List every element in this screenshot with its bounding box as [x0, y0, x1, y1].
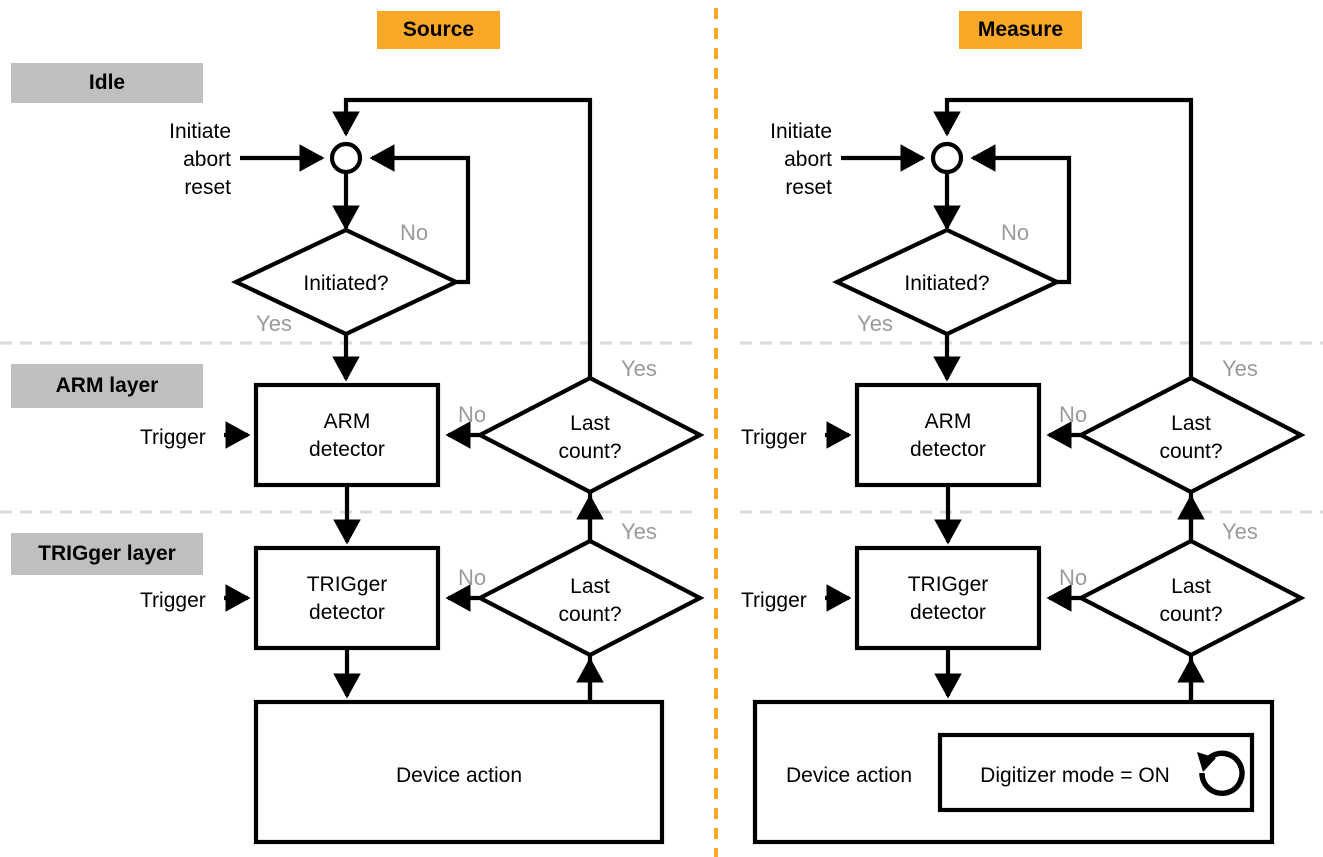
junction-node-measure — [930, 141, 964, 175]
process-trigger-detector-measure — [854, 545, 1042, 651]
digitizer-mode-label: Digitizer mode = ON — [980, 764, 1170, 787]
edgelabel-initiated-yes-source: Yes — [256, 311, 292, 336]
label-trigger-arm-measure: Trigger — [741, 426, 807, 449]
label-initiate-source: Initiate — [169, 120, 231, 143]
label-trigger-trig-source: Trigger — [140, 589, 206, 612]
label-trigger-trig-measure: Trigger — [741, 589, 807, 612]
label-reset-source: reset — [184, 176, 231, 199]
arm-detector-line2-source: detector — [309, 438, 385, 461]
edgelabel-trig-no-source: No — [458, 565, 486, 590]
arm-detector-line1-source: ARM — [324, 410, 371, 433]
arm-detector-line1-measure: ARM — [925, 410, 972, 433]
process-trigger-detector-source — [253, 545, 441, 651]
arm-lastcount-line1-source: Last — [570, 412, 610, 435]
junction-node-source — [329, 141, 363, 175]
edgelabel-trig-yes-source: Yes — [621, 519, 657, 544]
trig-lastcount-line1-measure: Last — [1171, 575, 1211, 598]
label-abort-measure: abort — [784, 148, 832, 171]
edgelabel-trig-no-measure: No — [1059, 565, 1087, 590]
trigger-detector-line1-measure: TRIGger — [908, 573, 989, 596]
arm-detector-line2-measure: detector — [910, 438, 986, 461]
trig-lastcount-line2-source: count? — [558, 603, 621, 626]
wire-initiated-no-measure — [970, 144, 1072, 285]
loop-repeat-icon — [1197, 750, 1245, 796]
panel-measure: Initiate abort reset Initiated? No Yes A… — [741, 97, 1306, 845]
badge-measure-label: Measure — [977, 18, 1064, 41]
trigger-detector-line2-source: detector — [309, 601, 385, 624]
badge-idle-layer: Idle — [11, 63, 203, 103]
device-action-label-source: Device action — [396, 764, 522, 787]
decision-trig-lastcount-measure — [1076, 538, 1306, 658]
process-device-action-source — [253, 699, 665, 845]
badge-source-label: Source — [402, 18, 475, 41]
edgelabel-arm-no-source: No — [458, 402, 486, 427]
trigger-detector-line1-source: TRIGger — [307, 573, 388, 596]
trig-lastcount-line1-source: Last — [570, 575, 610, 598]
arm-lastcount-line2-measure: count? — [1159, 440, 1222, 463]
edgelabel-arm-yes-measure: Yes — [1222, 356, 1258, 381]
badge-arm-label: ARM layer — [55, 374, 159, 397]
process-arm-detector-source — [253, 382, 441, 488]
arm-lastcount-line1-measure: Last — [1171, 412, 1211, 435]
edgelabel-arm-yes-source: Yes — [621, 356, 657, 381]
edgelabel-initiated-yes-measure: Yes — [857, 311, 893, 336]
badge-source: Source — [377, 11, 500, 49]
process-arm-detector-measure — [854, 382, 1042, 488]
digitizer-mode-box — [937, 732, 1255, 813]
label-initiate-measure: Initiate — [770, 120, 832, 143]
badge-arm-layer: ARM layer — [11, 364, 203, 408]
decision-trig-lastcount-source — [475, 538, 705, 658]
label-trigger-arm-source: Trigger — [140, 426, 206, 449]
badge-trigger-label: TRIGger layer — [38, 542, 176, 565]
badge-trigger-layer: TRIGger layer — [11, 533, 203, 575]
decision-initiated-label-measure: Initiated? — [904, 272, 989, 295]
panel-source: Initiate abort reset Initiated? No Yes A… — [140, 97, 705, 845]
arm-lastcount-line2-source: count? — [558, 440, 621, 463]
decision-arm-lastcount-source — [475, 375, 705, 495]
edgelabel-arm-no-measure: No — [1059, 402, 1087, 427]
badge-idle-label: Idle — [88, 71, 126, 94]
trig-lastcount-line2-measure: count? — [1159, 603, 1222, 626]
edgelabel-initiated-no-source: No — [400, 220, 428, 245]
label-abort-source: abort — [183, 148, 231, 171]
wire-initiated-no-source — [369, 144, 471, 285]
device-action-label-measure: Device action — [786, 764, 912, 787]
decision-arm-lastcount-measure — [1076, 375, 1306, 495]
edgelabel-trig-yes-measure: Yes — [1222, 519, 1258, 544]
trigger-detector-line2-measure: detector — [910, 601, 986, 624]
edgelabel-initiated-no-measure: No — [1001, 220, 1029, 245]
label-reset-measure: reset — [785, 176, 832, 199]
badge-measure: Measure — [959, 11, 1082, 49]
decision-initiated-label-source: Initiated? — [303, 272, 388, 295]
